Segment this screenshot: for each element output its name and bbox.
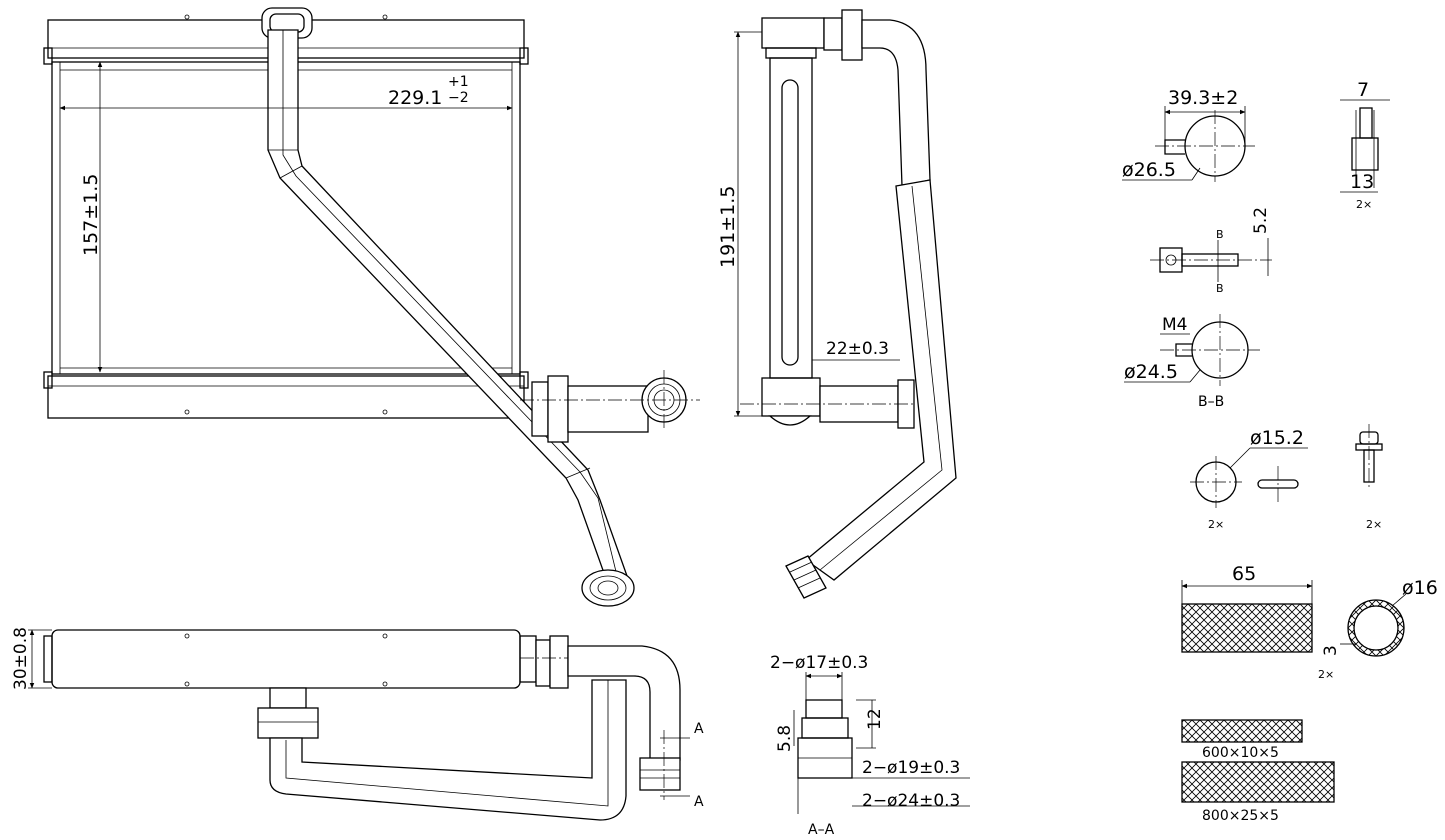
clip-width-value: 39.3±2 xyxy=(1168,87,1238,109)
stub-h2-value: 12 xyxy=(865,708,885,730)
pad-width-value: 65 xyxy=(1232,563,1256,585)
tab-width-value: 7 xyxy=(1357,79,1369,101)
tab-qty: 2× xyxy=(1356,198,1372,211)
front-view: 229.1 +1 −2 157±1.5 xyxy=(43,7,700,607)
tab-detail: 7 13 2× xyxy=(1340,79,1390,211)
inlet-pipe xyxy=(520,370,700,443)
pipe-d2-value: 2−ø19±0.3 xyxy=(862,758,960,778)
side-view: 191±1.5 22±0.3 xyxy=(717,9,957,599)
section-b-top: B xyxy=(1216,228,1224,241)
strip-800: 800×25×5 xyxy=(1181,761,1335,824)
width-tol-minus: −2 xyxy=(448,90,469,106)
bottom-view: A A 30±0.8 xyxy=(11,627,704,821)
pipe-d3-value: 2−ø24±0.3 xyxy=(862,791,960,811)
section-a-top: A xyxy=(694,721,704,737)
section-b-bottom: B xyxy=(1216,282,1224,295)
strip1-label: 600×10×5 xyxy=(1202,745,1279,761)
core-height-value: 157±1.5 xyxy=(80,174,102,256)
ring-d-value: ø16 xyxy=(1402,577,1438,599)
tab-height-value: 13 xyxy=(1350,171,1374,193)
bolt-qty: 2× xyxy=(1366,518,1382,531)
seal-ring: ø16 3 2× xyxy=(1318,577,1438,681)
ring-t-value: 3 xyxy=(1321,645,1341,656)
section-bb-label: B–B xyxy=(1198,394,1224,410)
ring-qty: 2× xyxy=(1318,668,1334,681)
section-a-a: 2−ø17±0.3 2−ø19±0.3 2−ø24±0.3 5.8 12 A–A xyxy=(770,653,970,838)
clip-detail-2: M4 ø24.5 B–B xyxy=(1124,314,1260,410)
pipe-offset-value: 22±0.3 xyxy=(826,339,889,359)
width-dimension: 229.1 +1 −2 xyxy=(59,74,513,111)
foam-pad: 65 xyxy=(1181,563,1313,653)
hole-qty: 2× xyxy=(1208,518,1224,531)
strip-600: 600×10×5 xyxy=(1181,719,1303,761)
clip-d1-value: ø26.5 xyxy=(1122,159,1176,181)
width-value: 229.1 xyxy=(388,87,442,109)
width-tol-plus: +1 xyxy=(448,74,469,90)
side-height-value: 191±1.5 xyxy=(717,186,739,268)
core-height-dimension: 157±1.5 xyxy=(80,61,103,373)
pipe-d1-value: 2−ø17±0.3 xyxy=(770,653,868,673)
hole-detail: ø15.2 2× xyxy=(1190,427,1308,531)
bolt-small: 2× xyxy=(1355,424,1383,531)
clip-d2-value: ø24.5 xyxy=(1124,361,1178,383)
bolt-gap-value: 5.2 xyxy=(1251,207,1271,234)
section-aa-label: A–A xyxy=(808,822,835,838)
stub-h1-value: 5.8 xyxy=(775,725,795,752)
section-a-bottom: A xyxy=(694,794,704,810)
strip2-label: 800×25×5 xyxy=(1202,808,1279,824)
clip-detail-1: 39.3±2 ø26.5 xyxy=(1122,87,1255,182)
hole-d-value: ø15.2 xyxy=(1250,427,1304,449)
thread-value: M4 xyxy=(1162,315,1187,335)
outlet-pipe xyxy=(261,7,635,607)
thickness-value: 30±0.8 xyxy=(11,627,31,690)
bolt-detail: B B 5.2 xyxy=(1150,207,1272,295)
